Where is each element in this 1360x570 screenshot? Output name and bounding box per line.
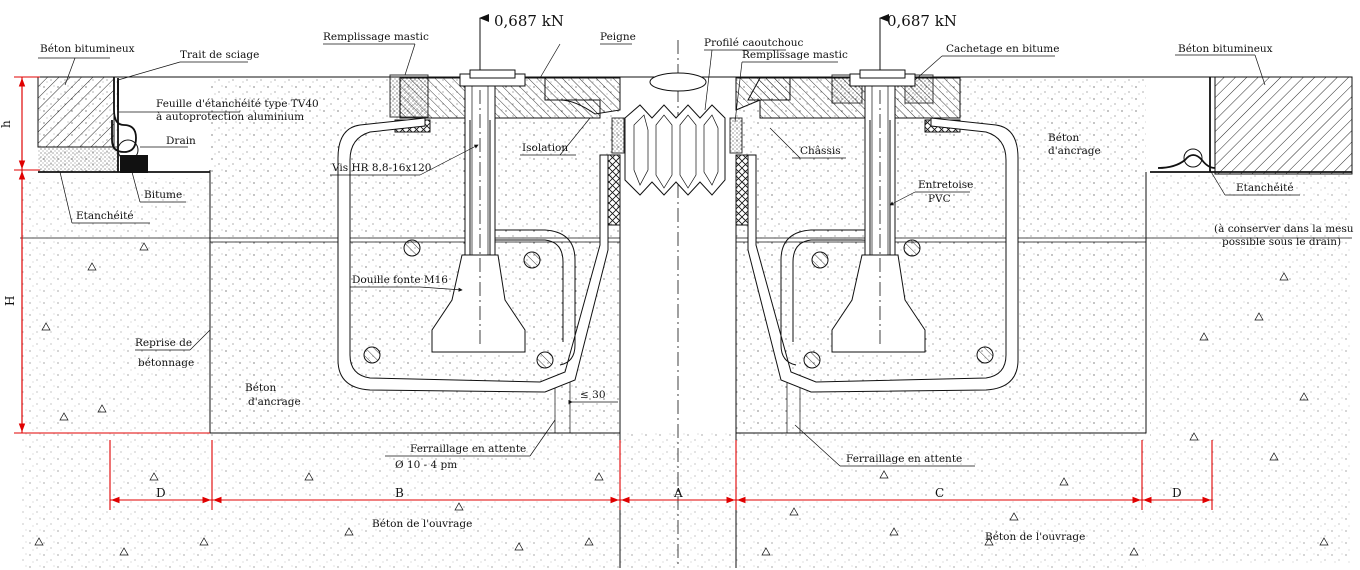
dim-B: B [395,486,404,500]
label-ferraillage-left: Ferraillage en attente [410,443,526,455]
label-peigne: Peigne [600,31,636,43]
mastic-filling-left [389,74,429,118]
label-profile-caoutchouc: Profilé caoutchouc [704,37,803,49]
label-remplissage-mastic-left: Remplissage mastic [323,31,429,43]
chassis-left [337,117,609,393]
rebar-6 [903,239,921,257]
label-trait-de-sciage: Trait de sciage [180,49,259,61]
label-douille: Douille fonte M16 [352,274,448,286]
label-isolation: Isolation [522,142,568,154]
bolt-head-left [469,69,516,79]
rebar-4 [536,351,554,369]
label-reprise-2: bétonnage [138,357,194,369]
chassis-right [747,117,1019,393]
label-beton-ancrage-right-1: Béton [1048,132,1079,144]
dim-C: C [935,486,944,500]
bolt-head-right [859,69,906,79]
label-entretoise-2: PVC [928,193,951,205]
label-chassis: Châssis [800,145,841,157]
label-conserver-1: (à conserver dans la mesu [1214,223,1354,235]
label-etancheite-left: Etanchéité [76,210,134,222]
rebar-2 [523,251,541,269]
anchor-concrete-right [736,78,1146,433]
asphalt-block-left [37,76,115,148]
label-entretoise-1: Entretoise [918,179,973,191]
rebar-7 [803,351,821,369]
label-conserver-2: possible sous le drain) [1222,236,1341,248]
label-etancheite-right: Etanchéité [1236,182,1294,194]
asphalt-block-right [1214,76,1353,175]
label-beton-ouvrage-left: Béton de l'ouvrage [372,518,472,530]
bitumen-fill-left [120,155,148,173]
label-beton-ancrage-left-2: d'ancrage [248,396,301,408]
structure-concrete-left [20,178,210,568]
label-le30: ≤ 30 [580,389,606,401]
force-value-right: 0,687 kN [887,12,957,30]
label-beton-ancrage-left-1: Béton [245,382,276,394]
rebar-8 [976,346,994,364]
dimension-lines [14,76,1213,510]
label-beton-bitumineux-right: Béton bitumineux [1178,43,1273,55]
rebar-5 [811,251,829,269]
label-beton-ouvrage-right: Béton de l'ouvrage [985,531,1085,543]
label-beton-ancrage-right-2: d'ancrage [1048,145,1101,157]
label-ferraillage-right: Ferraillage en attente [846,453,962,465]
asphalt-base-left [38,147,118,171]
rubber-profile [624,72,726,196]
cast-sleeve-left [431,254,526,353]
dim-D-left: D [156,486,166,500]
label-diam: Ø 10 - 4 pm [395,459,457,471]
label-remplissage-mastic-right: Remplissage mastic [742,49,848,61]
rebar-3 [363,346,381,364]
cast-sleeve-right [831,254,926,353]
leader-lines [38,43,1300,467]
dim-D-right: D [1172,486,1182,500]
label-drain: Drain [166,135,196,147]
dim-H: H [3,296,17,306]
label-feuille-1: Feuille d'étanchéité type TV40 [156,98,319,110]
bolt-assembly-left [431,85,526,353]
drain-pipe-right [1183,148,1203,168]
rebar-1 [403,239,421,257]
label-reprise-1: Reprise de [135,337,192,349]
force-value-left: 0,687 kN [494,12,564,30]
aggregate-symbols [34,242,1329,556]
bolt-assembly-right [831,85,926,353]
label-vis: Vis HR 8.8-16x120 [331,162,431,174]
dim-h: h [0,120,13,128]
label-feuille-2: à autoprotection aluminium [156,111,304,123]
label-beton-bitumineux-left: Béton bitumineux [40,43,135,55]
bitumen-seal-right [904,74,934,104]
label-bitume: Bitume [144,189,182,201]
label-cachetage-bitume: Cachetage en bitume [946,43,1059,55]
dim-A: A [673,486,683,500]
